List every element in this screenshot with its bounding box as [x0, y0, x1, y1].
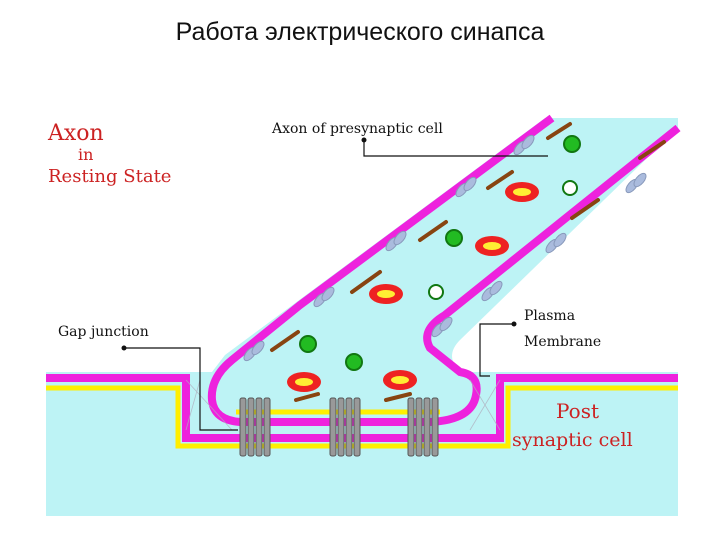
axon-cytoplasm [212, 118, 678, 420]
vesicles [287, 182, 539, 392]
label-synaptic-cell: synaptic cell [512, 429, 633, 451]
pointer-dots [121, 137, 517, 351]
label-plasma: Plasma [524, 308, 575, 324]
pointer-lines [124, 140, 548, 431]
ions [299, 135, 581, 371]
heading-axon: Axon [47, 121, 104, 146]
membrane-pumps [270, 122, 666, 402]
label-post: Post [556, 399, 599, 423]
label-axon-presynaptic: Axon of presynaptic cell [271, 121, 443, 137]
label-gap-junction: Gap junction [58, 324, 149, 340]
label-membrane: Membrane [524, 334, 601, 350]
membrane-channels [243, 134, 647, 362]
gap-junction-channels [239, 397, 439, 457]
slide-title: Работа электрического синапса [175, 18, 545, 46]
presynaptic-membrane-left [207, 114, 681, 426]
gap-junction-hatch [185, 379, 501, 431]
heading-in: in [78, 145, 93, 164]
heading-resting-state: Resting State [48, 166, 171, 187]
